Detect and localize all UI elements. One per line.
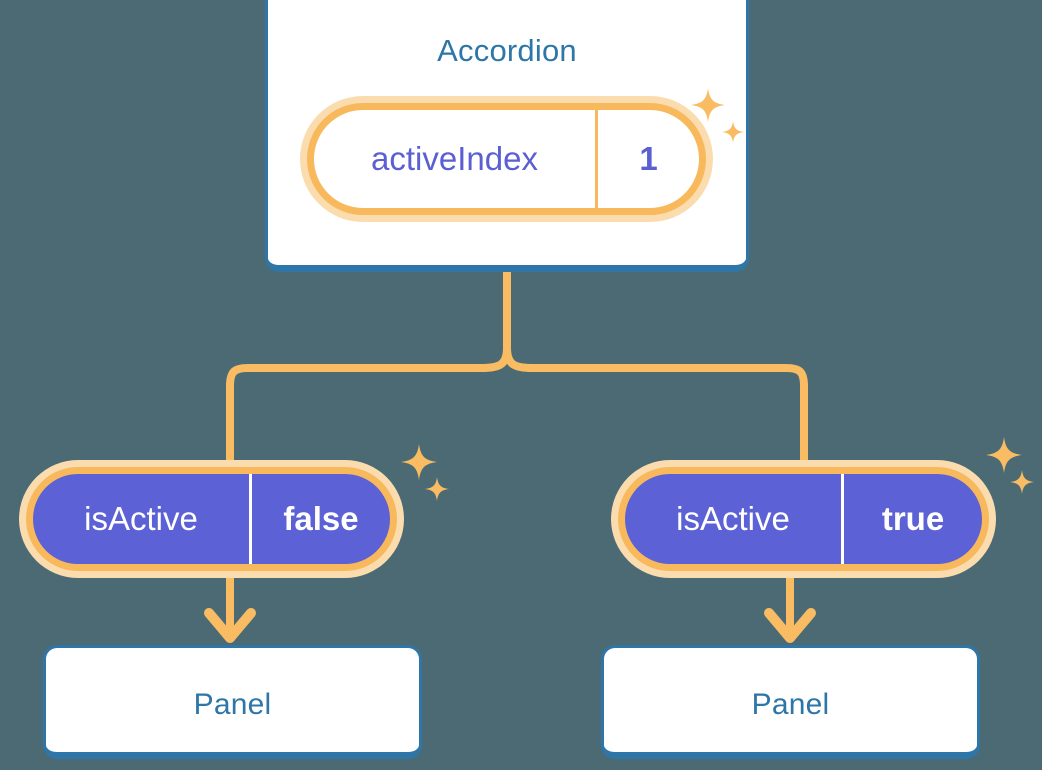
sparkle-four-point-large-icon [986, 437, 1022, 473]
prop-value: true [881, 500, 945, 537]
prop-name: activeIndex [314, 110, 598, 208]
page-title: Accordion [437, 33, 577, 68]
prop-pill-isactive-right[interactable]: isActive true [618, 467, 989, 571]
sparkle-four-point-small-icon [1010, 470, 1034, 494]
panel-title: Panel [193, 688, 272, 721]
prop-pill-body[interactable]: isActive false [26, 467, 397, 571]
prop-pill-body[interactable]: activeIndex 1 [307, 103, 706, 215]
panel-card-left[interactable]: Panel [43, 645, 422, 759]
prop-pill-isactive-left[interactable]: isActive false [26, 467, 397, 571]
prop-name: isActive [625, 474, 844, 564]
prop-value: 1 [639, 140, 658, 177]
sparkle-four-point-small-icon [425, 477, 449, 501]
panel-title: Panel [751, 688, 830, 721]
prop-value: false [283, 500, 359, 537]
prop-name: isActive [33, 474, 252, 564]
panel-card-right[interactable]: Panel [601, 645, 980, 759]
prop-pill-body[interactable]: isActive true [618, 467, 989, 571]
prop-pill-activeindex[interactable]: activeIndex 1 [307, 103, 706, 215]
sparkle-four-point-large-icon [401, 444, 437, 480]
